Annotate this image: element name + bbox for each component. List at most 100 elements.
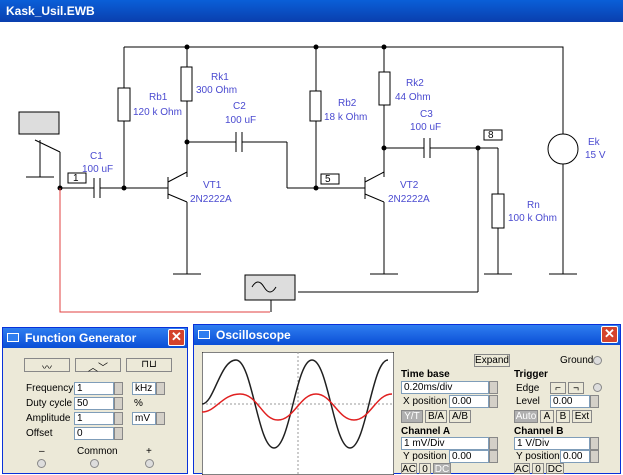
fg-title: Function Generator <box>25 331 137 345</box>
circuit-diagram[interactable] <box>0 22 623 474</box>
plus-terminal[interactable] <box>145 459 154 468</box>
x-position-label: X position <box>403 396 447 407</box>
x-position-input[interactable]: 0.00 <box>449 395 489 408</box>
amplitude-spinner[interactable] <box>114 412 123 425</box>
trace-channel-a <box>202 393 393 421</box>
c3-value: 100 uF <box>410 122 442 133</box>
rn-name: Rn <box>527 200 540 211</box>
ground-label: Ground <box>560 355 594 366</box>
duty-cycle-spinner[interactable] <box>114 397 123 410</box>
channel-b-ypos-spinner[interactable] <box>590 450 599 463</box>
ek-value: 15 V <box>585 150 606 161</box>
close-button[interactable]: ✕ <box>168 329 185 346</box>
ground-terminal[interactable] <box>593 356 602 365</box>
node-1-label: 1 <box>73 173 79 184</box>
time-base-label: Time base <box>401 369 450 380</box>
channel-a-ypos-spinner[interactable] <box>489 450 498 463</box>
trigger-ext-button[interactable]: Ext <box>572 410 592 423</box>
frequency-unit-spinner[interactable] <box>156 382 165 395</box>
function-generator-icon <box>18 111 60 135</box>
common-terminal[interactable] <box>90 459 99 468</box>
duty-cycle-input[interactable]: 50 <box>74 397 114 410</box>
c2-value: 100 uF <box>225 115 257 126</box>
frequency-spinner[interactable] <box>114 382 123 395</box>
frequency-label: Frequency <box>26 383 74 394</box>
c1-value: 100 uF <box>82 164 114 175</box>
amplitude-unit-spinner[interactable] <box>156 412 165 425</box>
auto-trigger-button[interactable]: Auto <box>514 410 538 423</box>
channel-b-label: Channel B <box>514 426 564 437</box>
window-icon <box>198 330 210 339</box>
ab-mode-button[interactable]: A/B <box>449 410 471 423</box>
level-spinner[interactable] <box>590 395 599 408</box>
channel-a-ypos-label: Y position <box>403 451 447 462</box>
function-generator-window[interactable]: Function Generator✕ 〰 ︿﹀ ⊓⊔ Frequency 1 … <box>2 327 188 474</box>
rk2-value: 44 Ohm <box>395 92 431 103</box>
falling-edge-button[interactable]: ¬ <box>568 382 584 394</box>
oscilloscope-icon <box>244 274 296 301</box>
frequency-unit[interactable]: kHz <box>132 382 156 395</box>
level-input[interactable]: 0.00 <box>550 395 590 408</box>
ek-name: Ek <box>588 137 600 148</box>
amplitude-label: Amplitude <box>26 413 71 424</box>
x-position-spinner[interactable] <box>489 395 498 408</box>
resistor-rk2 <box>378 71 391 106</box>
c1-name: C1 <box>90 151 103 162</box>
vt1-name: VT1 <box>203 180 222 191</box>
yt-mode-button[interactable]: Y/T <box>401 410 423 423</box>
channel-b-ypos-input[interactable]: 0.00 <box>560 450 590 463</box>
square-wave-button[interactable]: ⊓⊔ <box>126 358 172 372</box>
ba-mode-button[interactable]: B/A <box>425 410 447 423</box>
triangle-wave-button[interactable]: ︿﹀ <box>75 358 121 374</box>
channel-b-dc-button[interactable]: DC <box>546 463 564 475</box>
oscilloscope-screen <box>202 352 394 475</box>
minus-terminal[interactable] <box>37 459 46 468</box>
plus-terminal-label: + <box>146 446 152 457</box>
channel-a-scale[interactable]: 1 mV/Div <box>401 437 489 450</box>
channel-a-ypos-input[interactable]: 0.00 <box>449 450 489 463</box>
level-label: Level <box>516 396 540 407</box>
channel-a-spinner[interactable] <box>489 437 498 450</box>
time-base-input[interactable]: 0.20ms/div <box>401 381 489 394</box>
offset-spinner[interactable] <box>114 427 123 440</box>
rb2-name: Rb2 <box>338 98 357 109</box>
rb2-value: 18 k Ohm <box>324 112 368 123</box>
frequency-input[interactable]: 1 <box>74 382 114 395</box>
amplitude-input[interactable]: 1 <box>74 412 114 425</box>
rb1-value: 120 k Ohm <box>133 107 182 118</box>
edge-label: Edge <box>516 383 540 394</box>
rk1-value: 300 Ohm <box>196 85 238 96</box>
channel-a-dc-button[interactable]: DC <box>433 463 451 475</box>
close-button[interactable]: ✕ <box>601 326 618 343</box>
vt2-name: VT2 <box>400 180 419 191</box>
amplitude-unit[interactable]: mV <box>132 412 156 425</box>
channel-b-zero-button[interactable]: 0 <box>532 463 544 475</box>
rk1-name: Rk1 <box>211 72 229 83</box>
sine-wave-button[interactable]: 〰 <box>24 358 70 374</box>
channel-b-scale[interactable]: 1 V/Div <box>514 437 590 450</box>
resistor-rk1 <box>180 66 193 102</box>
trace-channel-b <box>202 359 389 449</box>
channel-a-zero-button[interactable]: 0 <box>419 463 431 475</box>
common-terminal-label: Common <box>77 446 118 457</box>
channel-a-label: Channel A <box>401 426 451 437</box>
rk2-name: Rk2 <box>406 78 424 89</box>
channel-b-spinner[interactable] <box>590 437 599 450</box>
trigger-terminal[interactable] <box>593 383 602 392</box>
trigger-b-button[interactable]: B <box>556 410 570 423</box>
time-base-spinner[interactable] <box>489 381 498 394</box>
node-5-label: 5 <box>325 174 331 185</box>
trigger-a-button[interactable]: A <box>540 410 554 423</box>
channel-a-ac-button[interactable]: AC <box>401 463 417 475</box>
c3-name: C3 <box>420 109 433 120</box>
osc-title: Oscilloscope <box>216 328 291 342</box>
offset-input[interactable]: 0 <box>74 427 114 440</box>
expand-button[interactable]: Expand <box>474 354 510 367</box>
rn-value: 100 k Ohm <box>508 213 557 224</box>
channel-b-ac-button[interactable]: AC <box>514 463 530 475</box>
oscilloscope-window[interactable]: Oscilloscope ✕ Expand Ground Time base 0.… <box>193 324 621 475</box>
offset-label: Offset <box>26 428 53 439</box>
rising-edge-button[interactable]: ⌐ <box>550 382 566 394</box>
minus-terminal-label: – <box>39 446 45 457</box>
c2-name: C2 <box>233 101 246 112</box>
